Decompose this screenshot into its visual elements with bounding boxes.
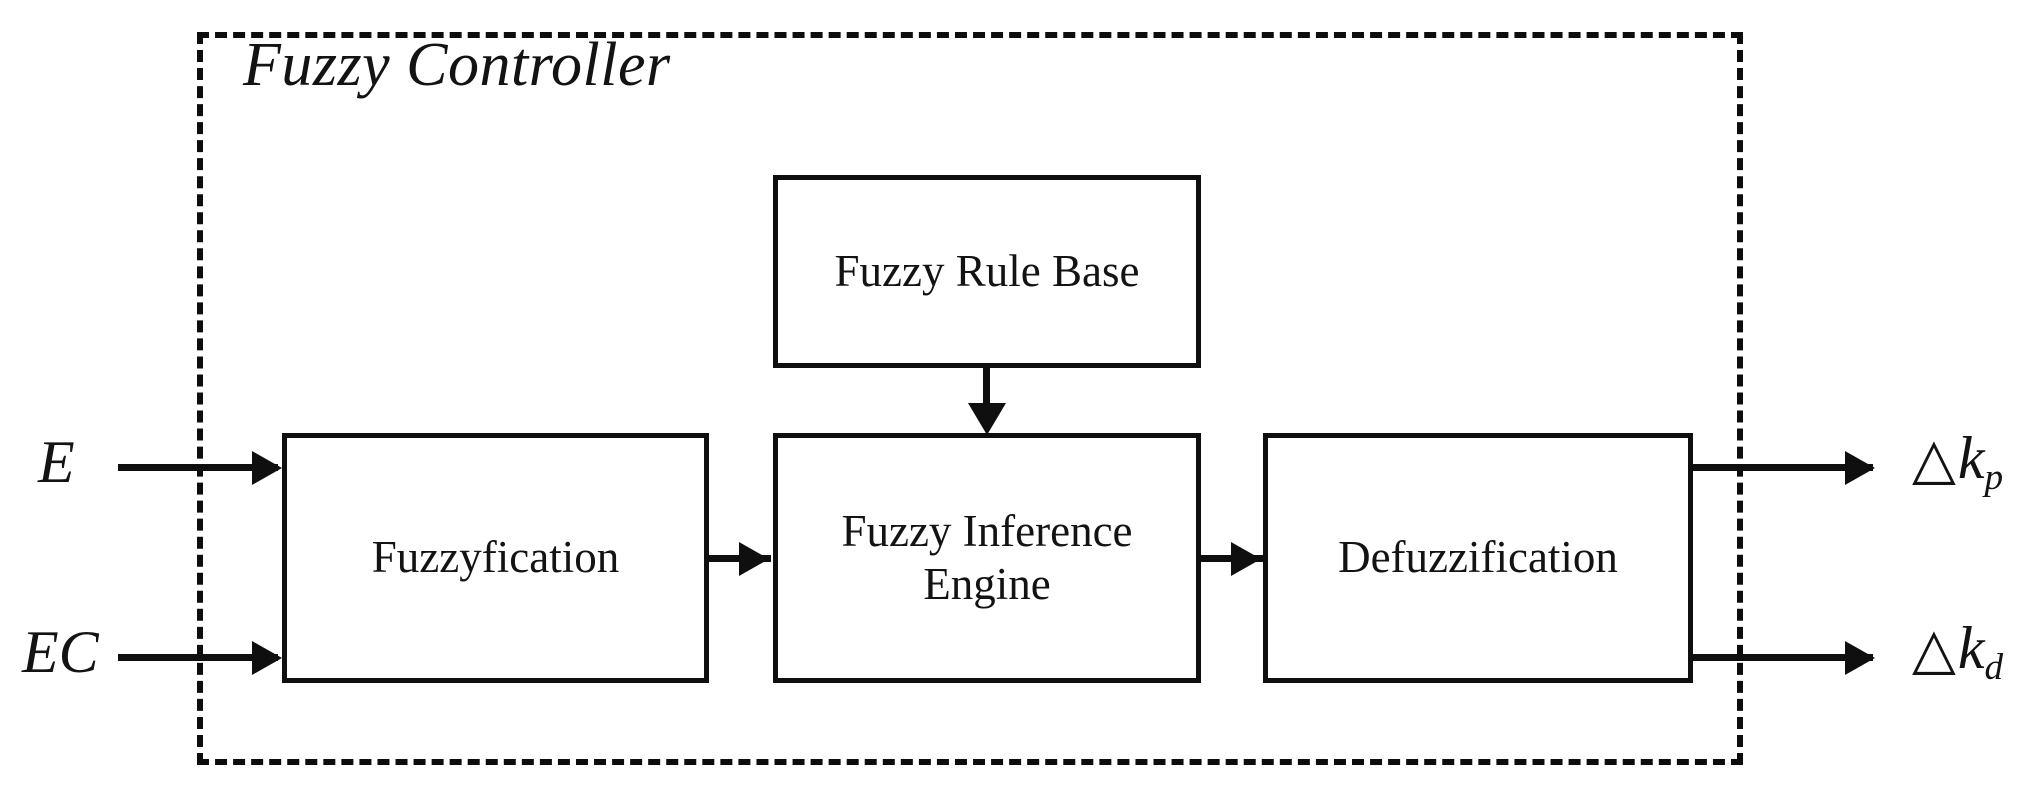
output-subscript-kd: d <box>1984 647 2004 689</box>
output-subscript-kp: p <box>1984 457 2004 499</box>
connector-output-kp-arrowhead <box>1845 451 1875 485</box>
connector-e-line <box>118 464 278 471</box>
connector-output-kd-arrowhead <box>1845 641 1875 675</box>
box-defuzzification: Defuzzification <box>1263 433 1693 683</box>
box-fuzzy-inference-engine: Fuzzy Inference Engine <box>773 433 1201 683</box>
connector-output-kp-line <box>1693 464 1873 471</box>
connector-inference-to-defuzzification-arrowhead <box>1231 542 1261 576</box>
box-fuzzyfication: Fuzzyfication <box>282 433 709 683</box>
fuzzy-controller-boundary <box>197 32 1743 765</box>
delta-symbol-kp: △ <box>1912 428 1956 491</box>
connector-ec-line <box>118 654 278 661</box>
connector-rulebase-to-inference-line <box>983 368 990 414</box>
output-base-kp: k <box>1957 425 1985 491</box>
output-base-kd: k <box>1957 615 1985 681</box>
connector-output-kd-line <box>1693 654 1873 661</box>
box-fuzzy-rule-base: Fuzzy Rule Base <box>773 175 1201 368</box>
connector-rulebase-to-inference-arrowhead <box>968 403 1006 435</box>
connector-ec-arrowhead <box>252 641 282 675</box>
connector-e-arrowhead <box>252 451 282 485</box>
output-label-delta-kd: △kd <box>1912 618 2003 686</box>
input-label-ec: EC <box>22 619 99 685</box>
output-label-delta-kp: △kp <box>1912 428 2003 496</box>
delta-symbol-kd: △ <box>1912 618 1956 681</box>
input-label-e: E <box>38 429 75 495</box>
controller-title: Fuzzy Controller <box>243 31 671 99</box>
connector-fuzzyfication-to-inference-arrowhead <box>739 542 769 576</box>
